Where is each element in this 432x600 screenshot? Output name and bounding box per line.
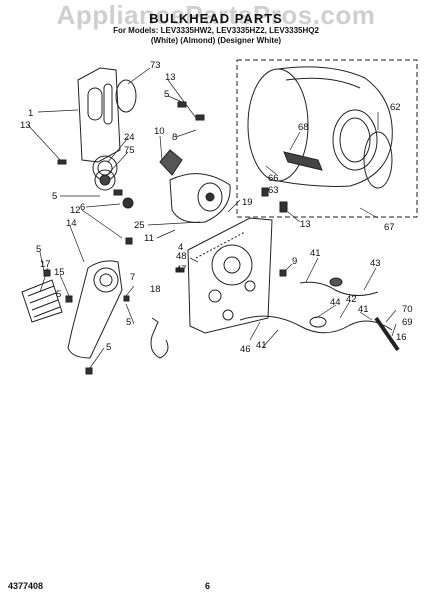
callout-10: 10 xyxy=(154,126,165,137)
callout-25: 25 xyxy=(134,220,145,231)
callout-17: 17 xyxy=(40,259,51,270)
callout-69: 69 xyxy=(402,317,413,328)
callout-9: 9 xyxy=(292,256,297,267)
callout-19: 19 xyxy=(242,197,253,208)
callout-24: 24 xyxy=(124,132,135,143)
callout-4: 4 xyxy=(178,242,183,253)
callout-5: 5 xyxy=(52,191,57,202)
callout-41: 41 xyxy=(358,304,369,315)
callout-62: 62 xyxy=(390,102,401,113)
drum-seal-62 xyxy=(363,131,393,189)
callout-15: 15 xyxy=(54,267,65,278)
callout-67: 67 xyxy=(384,222,395,233)
callout-68: 68 xyxy=(298,122,309,133)
callout-5: 5 xyxy=(36,244,41,255)
callout-5: 5 xyxy=(126,317,131,328)
wire-41 xyxy=(299,281,379,296)
drum xyxy=(247,66,393,187)
sensor-43 xyxy=(329,277,343,287)
callout-5: 5 xyxy=(106,342,111,353)
callout-47: 47 xyxy=(176,264,187,275)
callout-13: 13 xyxy=(20,120,31,131)
heater-housing xyxy=(67,260,123,359)
callout-46: 46 xyxy=(240,344,251,355)
grill-17 xyxy=(21,279,63,323)
page-title: BULKHEAD PARTS xyxy=(149,11,283,26)
callout-5: 5 xyxy=(56,289,61,300)
callout-41: 41 xyxy=(310,248,321,259)
callout-63: 63 xyxy=(268,185,279,196)
callout-12: 12 xyxy=(70,205,81,216)
callout-13: 13 xyxy=(300,219,311,230)
callout-75: 75 xyxy=(124,145,135,156)
callout-13: 13 xyxy=(165,72,176,83)
seal-73 xyxy=(115,79,137,113)
callout-14: 14 xyxy=(66,218,77,229)
callout-41: 41 xyxy=(256,340,267,351)
drum-group-box xyxy=(236,59,418,218)
callout-44: 44 xyxy=(330,297,341,308)
rod-69 xyxy=(374,316,400,352)
harness-16 xyxy=(239,315,393,334)
callout-66: 66 xyxy=(268,173,279,184)
callout-42: 42 xyxy=(346,294,357,305)
rear-shield xyxy=(77,67,121,163)
callout-1: 1 xyxy=(28,108,33,119)
bulkhead-panel xyxy=(187,217,273,334)
callout-11: 11 xyxy=(144,233,154,244)
callout-18: 18 xyxy=(150,284,161,295)
colors-line: (White) (Almond) (Designer White) xyxy=(150,36,282,45)
callout-43: 43 xyxy=(370,258,381,269)
thermostat-44 xyxy=(309,316,327,328)
leader-lines xyxy=(27,67,397,369)
page-number: 6 xyxy=(205,581,211,591)
cable-18 xyxy=(150,317,169,359)
callout-73: 73 xyxy=(150,60,161,71)
callout-48: 48 xyxy=(176,251,187,262)
document-number: 4377408 xyxy=(8,581,44,591)
blower-assembly xyxy=(92,149,231,223)
callout-16: 16 xyxy=(396,332,407,343)
models-line: For Models: LEV3335HW2, LEV3335HZ2, LEV3… xyxy=(113,26,319,35)
callout-70: 70 xyxy=(402,304,413,315)
callout-5: 5 xyxy=(164,89,169,100)
callout-7: 7 xyxy=(130,272,135,283)
callout-8: 8 xyxy=(172,132,177,143)
fasteners xyxy=(43,101,288,375)
callout-6: 6 xyxy=(80,202,85,213)
